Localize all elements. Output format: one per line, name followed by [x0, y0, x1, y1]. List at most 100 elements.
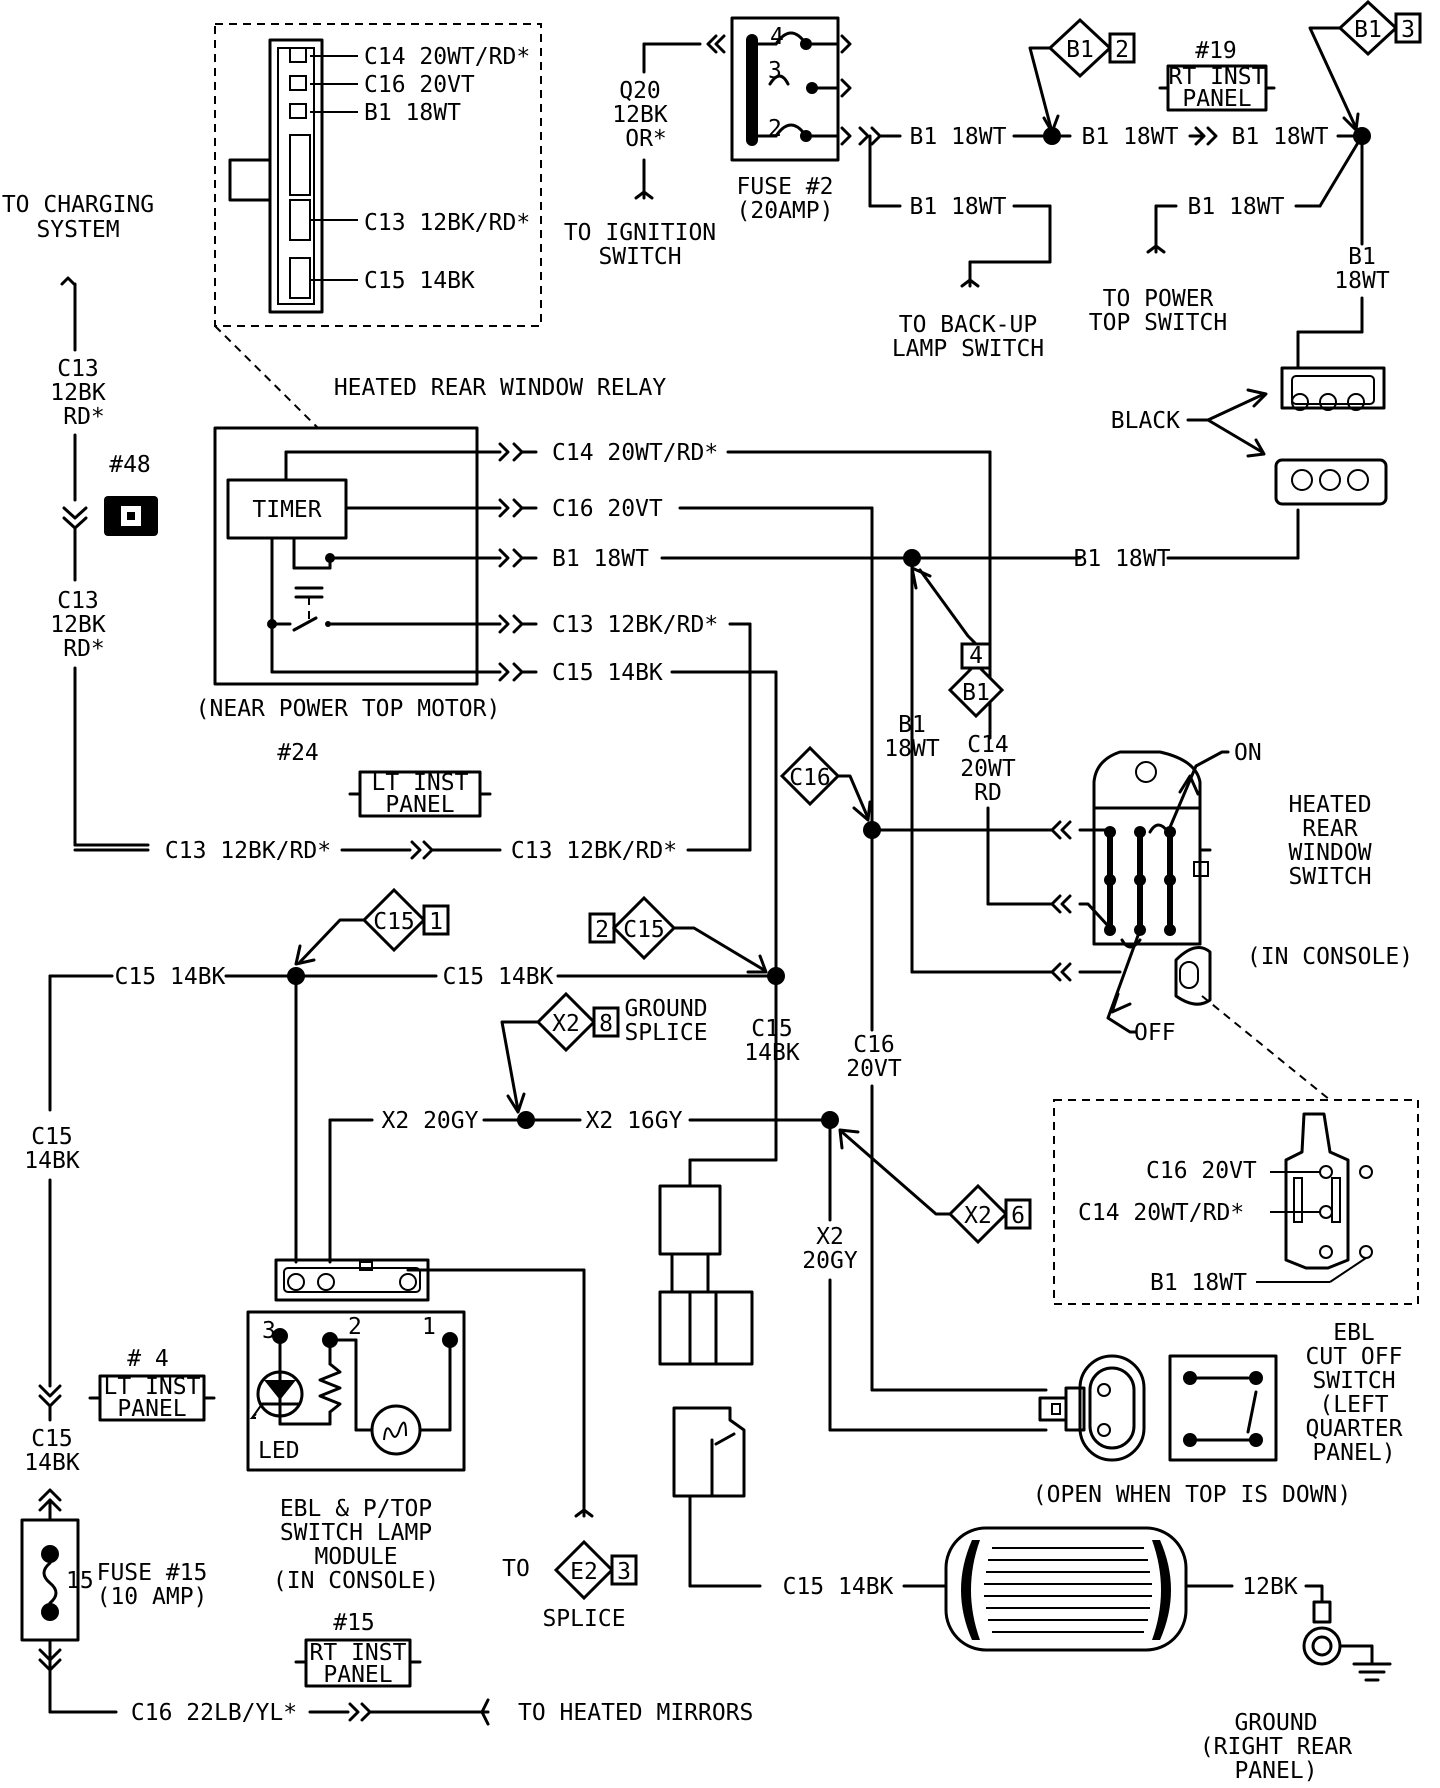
c13-mid-label: C13 [57, 588, 99, 614]
c15-middle-label: C15 14BK [443, 964, 554, 990]
x2-ground-splice: X2 8 GROUND SPLICE C15 14BK C16 20VT X2 … [328, 991, 1048, 1600]
b1-upper-right: B1 2 #19 RT INST PANEL B1 3 B1 18WT TO P… [1028, 0, 1422, 506]
diamond-c15-2-num: 2 [595, 917, 609, 943]
x2-16gy-label: X2 16GY [586, 1108, 683, 1134]
sw-c16-label: C16 20VT [1146, 1158, 1257, 1184]
on-label: ON [1234, 740, 1262, 766]
heated-rear-window-grid: 12BK GROUND (RIGHT REAR PANEL) [944, 1526, 1392, 1784]
sw-c14-label: C14 20WT/RD* [1078, 1200, 1244, 1226]
connector-19-label: #19 [1195, 38, 1237, 64]
to-label: TO [502, 1556, 530, 1582]
c13-bottom-right-label: C13 12BK/RD* [511, 838, 677, 864]
c16-mirror-label: C16 22LB/YL* [131, 1700, 297, 1726]
connector-24-label: #24 [277, 740, 319, 766]
diamond-b1-4-num: 4 [969, 643, 983, 669]
b1-mid-label: B1 [898, 712, 926, 738]
ground-label: GROUND [1234, 1710, 1317, 1736]
diamond-b1-3-num: 3 [1401, 17, 1415, 43]
diamond-b1-4: 4 B1 [910, 566, 1005, 719]
c15-left-vert-label: C15 [31, 1124, 73, 1150]
c13-lower-run: #24 LT INST PANEL C13 12BK/RD* C13 12BK/… [73, 740, 677, 864]
diamond-c15-1: C15 1 [294, 887, 450, 966]
black-connector-bottom [1274, 458, 1388, 506]
black-connector-top [1280, 366, 1386, 410]
c13-top-label: C13 [57, 356, 99, 382]
cut-off-contacts [1168, 1354, 1278, 1462]
conn-b1-label: B1 18WT [364, 100, 461, 126]
to-backup-label: TO BACK-UP [899, 312, 1037, 338]
b1-label-a: B1 18WT [910, 124, 1007, 150]
diamond-x2-8-text: X2 [552, 1011, 580, 1037]
ebl-cutoff-label-1: EBL [1333, 1320, 1375, 1346]
module-box [246, 1310, 466, 1472]
conn-c15-label: C15 14BK [364, 268, 475, 294]
c15-left2-gauge: 14BK [24, 1450, 80, 1476]
inline-connector-top [658, 1184, 722, 1256]
fuse2-pin-3: 3 [768, 58, 782, 84]
c13-bottom-left-label: C13 12BK/RD* [165, 838, 331, 864]
in-console-label: (IN CONSOLE) [1247, 944, 1413, 970]
lt-inst-4-line1: LT INST [104, 1374, 201, 1400]
c16-vert-label: C16 [853, 1032, 895, 1058]
to-power-top-label: TO POWER [1103, 286, 1214, 312]
c14-mid-label: C14 [967, 732, 1009, 758]
ground-label-3: PANEL) [1234, 1758, 1317, 1784]
to-charging-label-2: SYSTEM [36, 217, 119, 243]
to-charging-label: TO CHARGING [2, 192, 154, 218]
c13-top-color: RD* [63, 404, 105, 430]
fuse-2-rating: (20AMP) [737, 198, 834, 224]
heated-rear-window-relay: HEATED REAR WINDOW RELAY TIMER (NEAR POW… [196, 375, 667, 722]
timer-label: TIMER [252, 497, 321, 523]
fuse-2-label: FUSE #2 [737, 174, 834, 200]
ebl-cutoff-label-4: (LEFT [1319, 1392, 1388, 1418]
wire-c16-label: C16 20VT [552, 496, 663, 522]
inline-connector-bottom [658, 1290, 754, 1366]
rt-inst-15-line2: PANEL [323, 1662, 392, 1688]
b1-label-d: B1 18WT [910, 194, 1007, 220]
diamond-b1-4-text: B1 [962, 680, 990, 706]
fuse2-pin-2: 2 [768, 116, 782, 142]
ebl-module-label-1: EBL & P/TOP [280, 1496, 432, 1522]
relay-connector-detail: C14 20WT/RD* C16 20VT B1 18WT C13 12BK/R… [214, 23, 542, 429]
ebl-cutoff-label-6: PANEL) [1312, 1440, 1395, 1466]
ebl-cutoff-label-3: SWITCH [1312, 1368, 1395, 1394]
c15-left-vert-gauge: 14BK [24, 1148, 80, 1174]
b1-vert-label: B1 [1348, 244, 1376, 270]
fuse-15-label: FUSE #15 [97, 1560, 208, 1586]
rt-inst-19-line1: RT INST [1169, 64, 1266, 90]
fuse-2-circuit: Q20 12BK OR* TO IGNITION SWITCH 4 3 2 FU… [564, 16, 1371, 362]
to-ignition-label: TO IGNITION [564, 220, 716, 246]
to-ignition-label-2: SWITCH [598, 244, 681, 270]
ebl-module-label-4: (IN CONSOLE) [273, 1568, 439, 1594]
sw-b1-label: B1 18WT [1150, 1270, 1247, 1296]
diamond-e2-num: 3 [617, 1559, 631, 1585]
conn-c14-label: C14 20WT/RD* [364, 44, 530, 70]
c15-grid-label: C15 14BK [783, 1574, 894, 1600]
diamond-x2-6: X2 6 [838, 1128, 1032, 1245]
lt-inst-4-line2: PANEL [117, 1396, 186, 1422]
fuse2-pin-4: 4 [770, 24, 784, 50]
x2-20gy-label: X2 20GY [382, 1108, 479, 1134]
wire-c15-label: C15 14BK [552, 660, 663, 686]
diamond-c15-1-num: 1 [429, 909, 443, 935]
rt-inst-19-line2: PANEL [1182, 86, 1251, 112]
switch-connector-detail: C16 20VT C14 20WT/RD* B1 18WT [1053, 1099, 1419, 1305]
connector-48-label: #48 [109, 452, 151, 478]
relay-title: HEATED REAR WINDOW RELAY [334, 375, 666, 401]
q20-color: OR* [625, 126, 667, 152]
wire-b1-label: B1 18WT [552, 546, 649, 572]
fuse-2-box [730, 16, 840, 162]
diamond-c16: C16 [779, 745, 872, 822]
off-label: OFF [1134, 1020, 1176, 1046]
c15-vert-gauge: 14BK [744, 1040, 800, 1066]
fuse-15-number: 15 [66, 1568, 94, 1594]
c14-mid-color: RD [974, 780, 1002, 806]
module-pin-2: 2 [348, 1314, 362, 1340]
diamond-x2-8-num: 8 [599, 1011, 613, 1037]
c15-left2-label: C15 [31, 1426, 73, 1452]
heated-rear-window-switch: ON OFF HEATED REAR WINDOW SWITCH (IN CON… [1078, 740, 1413, 1101]
to-power-top-label-2: TOP SWITCH [1089, 310, 1227, 336]
connector-15-label: #15 [333, 1610, 375, 1636]
ebl-module-label-3: MODULE [314, 1544, 397, 1570]
b1-label-b: B1 18WT [1082, 124, 1179, 150]
